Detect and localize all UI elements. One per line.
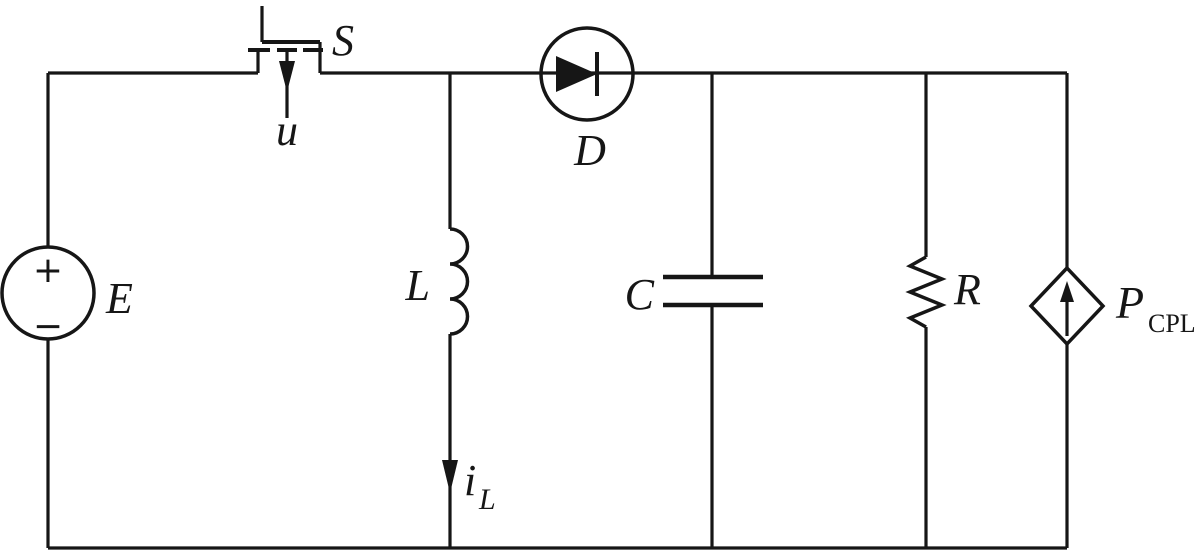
- capacitor-C: C: [625, 73, 763, 548]
- cpl-arrow-head-icon: [1060, 281, 1074, 302]
- resistor-R: R: [905, 73, 981, 548]
- source-label: E: [105, 274, 133, 323]
- wires: [46, 71, 1069, 550]
- cpl-diamond: [1028, 265, 1106, 347]
- diode-triangle-icon: [556, 56, 597, 92]
- switch-control-label: u: [276, 106, 298, 155]
- cpl-label: P: [1115, 277, 1144, 328]
- switch-control-arrow-head-icon: [279, 61, 295, 92]
- diode-circle: [539, 26, 635, 122]
- diode-label: D: [573, 126, 606, 175]
- plus-sign: +: [33, 250, 63, 291]
- inductor-L: L i L: [405, 73, 496, 548]
- inductor-current-subscript: L: [478, 483, 496, 516]
- minus-sign: −: [33, 306, 63, 347]
- inductor-coils: [449, 227, 470, 336]
- diode-D: D: [539, 26, 635, 175]
- switch-S: S u: [248, 6, 354, 155]
- inductor-current-arrow-icon: [442, 460, 458, 493]
- source-circle: [0, 245, 96, 341]
- cpl-subscript: CPL: [1148, 309, 1196, 338]
- switch-label: S: [332, 16, 354, 65]
- voltage-source-E: + − E: [0, 245, 133, 347]
- inductor-label: L: [405, 261, 430, 310]
- capacitor-label: C: [625, 270, 655, 319]
- inductor-current-label: i: [464, 456, 476, 505]
- resistor-zigzag: [905, 255, 947, 329]
- resistor-label: R: [953, 265, 981, 314]
- cpl-source: P CPL: [1028, 265, 1196, 347]
